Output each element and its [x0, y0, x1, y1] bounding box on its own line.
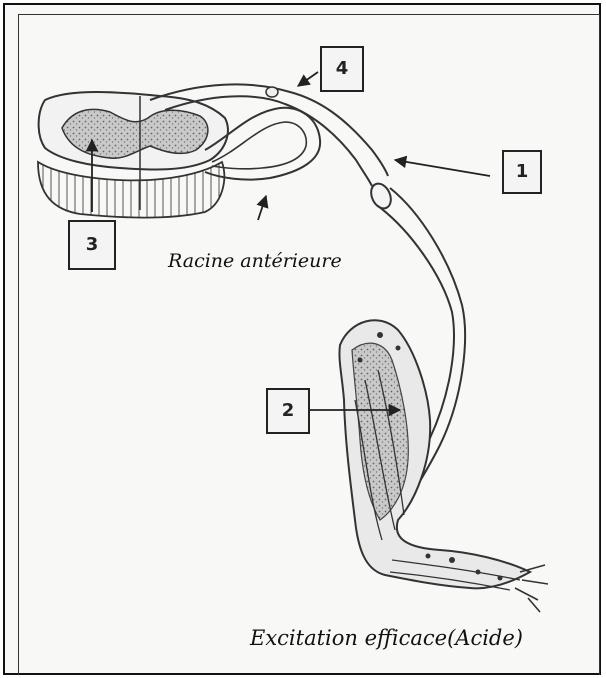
callout-1: 1: [502, 150, 542, 194]
stimulus-label: Excitation efficace(Acide): [250, 626, 523, 650]
callout-2: 2: [266, 388, 310, 434]
anterior-root-label: Racine antérieure: [168, 250, 342, 272]
spinal-cord-section: [38, 92, 228, 218]
callout-4: 4: [320, 46, 364, 92]
callout-3: 3: [68, 220, 116, 270]
muscle-and-skin: [339, 320, 548, 612]
